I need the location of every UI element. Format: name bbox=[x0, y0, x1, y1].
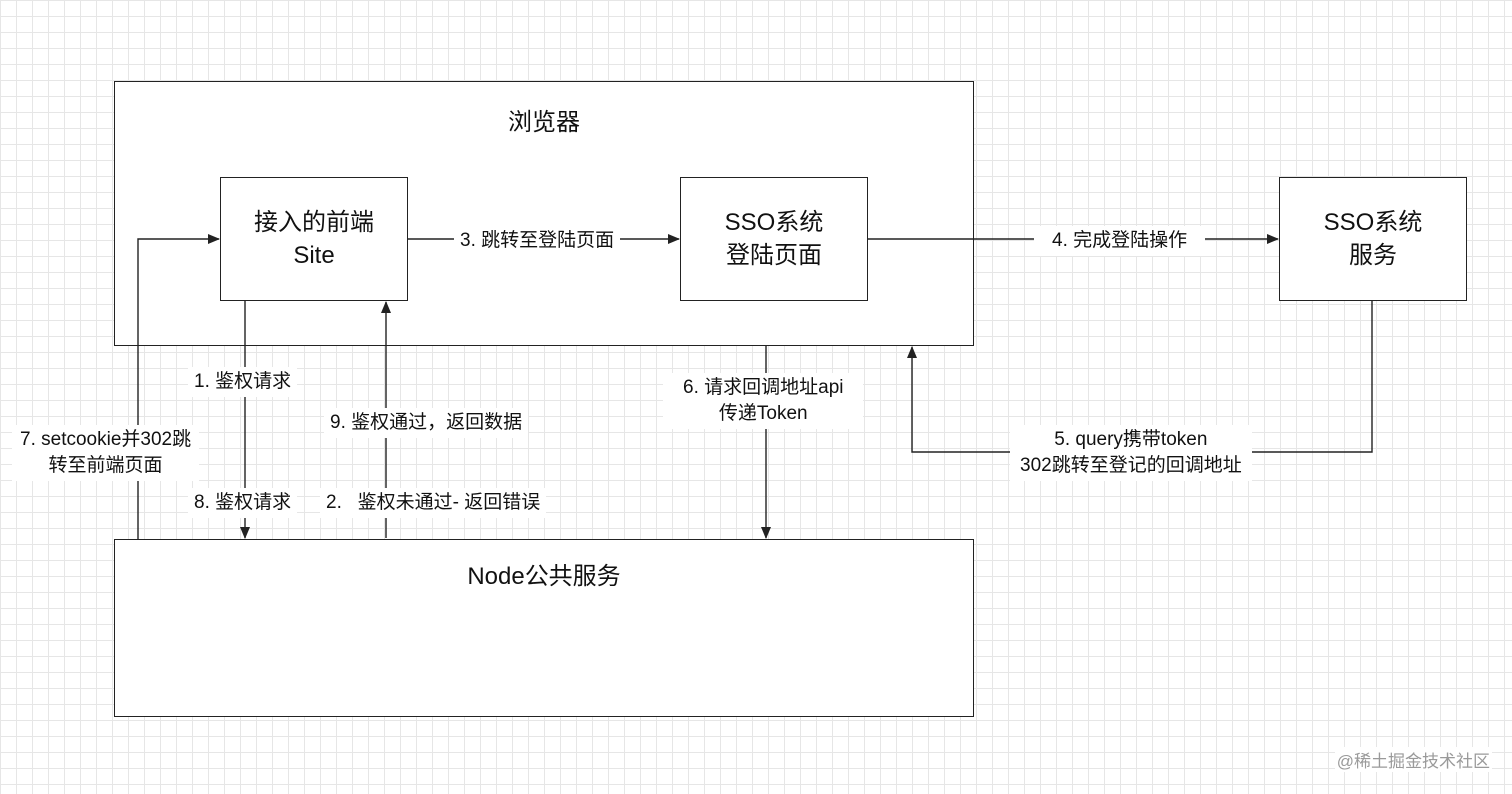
edge-5-label: 5. query携带token 302跳转至登记的回调地址 bbox=[1010, 425, 1252, 481]
edge-4-label: 4. 完成登陆操作 bbox=[1034, 226, 1206, 256]
frontend-site-label-line2: Site bbox=[293, 242, 335, 269]
sso-login-label-line2: 登陆页面 bbox=[726, 242, 822, 269]
edge-6-label-line2: 传递Token bbox=[718, 403, 808, 424]
frontend-site-label-line1: 接入的前端 bbox=[254, 209, 374, 236]
edge-7-label-line2: 转至前端页面 bbox=[48, 455, 163, 476]
edge-5-label-line1: 5. query携带token bbox=[1054, 429, 1208, 450]
sso-service-node: SSO系统 服务 bbox=[1279, 177, 1467, 301]
sso-service-label-line1: SSO系统 bbox=[1323, 209, 1423, 236]
edge-6-label: 6. 请求回调地址api 传递Token bbox=[663, 373, 864, 429]
watermark: @稀土掘金技术社区 bbox=[1334, 747, 1492, 772]
edge-6-label-line1: 6. 请求回调地址api bbox=[683, 377, 844, 398]
edge-7-label-line1: 7. setcookie并302跳 bbox=[20, 429, 192, 450]
browser-title: 浏览器 bbox=[508, 109, 580, 136]
edge-8-label: 8. 鉴权请求 bbox=[188, 488, 298, 518]
node-service-title: Node公共服务 bbox=[467, 563, 621, 590]
edge-2-label: 2. 鉴权未通过- 返回错误 bbox=[320, 488, 547, 518]
edge-3-label: 3. 跳转至登陆页面 bbox=[454, 226, 621, 256]
sso-login-page-node: SSO系统 登陆页面 bbox=[680, 177, 868, 301]
edge-5-label-line2: 302跳转至登记的回调地址 bbox=[1020, 455, 1242, 476]
edge-9-label: 9. 鉴权通过，返回数据 bbox=[324, 408, 529, 438]
sso-login-label-line1: SSO系统 bbox=[724, 209, 824, 236]
frontend-site-node: 接入的前端 Site bbox=[220, 177, 408, 301]
edge-1-label: 1. 鉴权请求 bbox=[188, 367, 298, 397]
node-service-container: Node公共服务 bbox=[114, 539, 974, 717]
sso-service-label-line2: 服务 bbox=[1349, 242, 1397, 269]
edge-7-label: 7. setcookie并302跳 转至前端页面 bbox=[12, 425, 200, 481]
